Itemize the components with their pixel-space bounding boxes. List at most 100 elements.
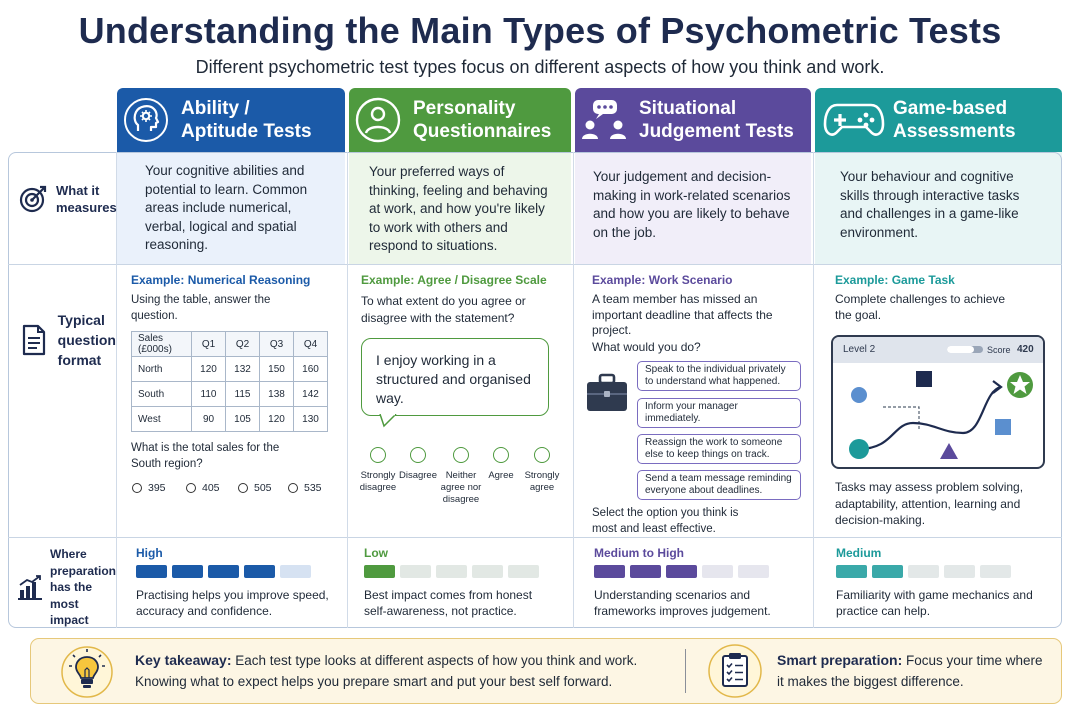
- impact-segment-empty: [472, 565, 503, 578]
- answer-radio[interactable]: [238, 483, 248, 493]
- target-icon: [18, 184, 48, 214]
- row-label-line: has the most: [50, 580, 93, 611]
- takeaway-divider: [685, 649, 686, 693]
- table-cell: 138: [259, 381, 294, 407]
- table-cell: 115: [225, 381, 260, 407]
- row-label-line: impact: [50, 613, 89, 627]
- game-progress-fill: [947, 346, 974, 353]
- table-header-cell: Q1: [191, 331, 226, 357]
- takeaway-box: Key takeaway: Each test type looks at di…: [30, 638, 1062, 704]
- impact-segment-empty: [738, 565, 769, 578]
- row-label-format: Typical question format: [18, 310, 116, 370]
- column-title-line2: Assessments: [893, 121, 1016, 142]
- person-circle-icon: [349, 97, 407, 143]
- smart-label: Smart preparation:: [777, 652, 903, 668]
- answer-radio[interactable]: [186, 483, 196, 493]
- game-measures-bg: [815, 152, 1062, 264]
- game-screen[interactable]: Level 2 Score 420: [831, 335, 1045, 469]
- comparison-table-frame: [8, 152, 1062, 628]
- personality-example-title: Example: Agree / Disagree Scale: [361, 273, 547, 287]
- column-title-line2: Questionnaires: [413, 121, 552, 142]
- ability-measures-bg: [117, 152, 345, 264]
- likert-label: Disagree: [398, 470, 438, 481]
- table-cell: 132: [225, 356, 260, 382]
- answer-radio[interactable]: [288, 483, 298, 493]
- likert-option[interactable]: [493, 447, 509, 463]
- impact-segment-empty: [980, 565, 1011, 578]
- table-cell: 90: [191, 406, 226, 432]
- personality-measures-text: Your preferred ways of thinking, feeling…: [369, 164, 548, 253]
- table-header-cell: Q2: [225, 331, 260, 357]
- impact-segment-empty: [944, 565, 975, 578]
- ability-question: What is the total sales for the South re…: [131, 442, 280, 470]
- impact-level: Low: [364, 546, 388, 560]
- likert-option[interactable]: [410, 447, 426, 463]
- game-status-bar: Level 2 Score 420: [833, 337, 1043, 363]
- scenario-option[interactable]: Send a team message reminding everyone a…: [637, 470, 801, 500]
- game-level: Level 2: [843, 344, 876, 355]
- ability-measures-text: Your cognitive abilities and potential t…: [145, 163, 308, 252]
- table-cell: North: [131, 356, 192, 382]
- takeaway-text: Key takeaway: Each test type looks at di…: [135, 652, 638, 689]
- impact-segment-filled: [172, 565, 203, 578]
- scenario-option[interactable]: Reassign the work to someone else to kee…: [637, 434, 801, 464]
- impact-level: Medium: [836, 546, 882, 560]
- table-cell: South: [131, 381, 192, 407]
- table-cell: 150: [259, 356, 294, 382]
- smart-preparation-text: Smart preparation: Focus your time where…: [777, 652, 1043, 689]
- row-label-line: question: [57, 332, 116, 348]
- game-example-title: Example: Game Task: [835, 273, 955, 287]
- row-label-measures: What it measures: [18, 182, 117, 216]
- document-icon: [18, 324, 50, 356]
- impact-segment-empty: [508, 565, 539, 578]
- answer-label: 505: [254, 482, 272, 494]
- impact-note: Best impact comes from honest self-aware…: [364, 588, 533, 618]
- score-label: Score: [987, 345, 1011, 355]
- answer-label: 535: [304, 482, 322, 494]
- impact-note: Practising helps you improve speed, accu…: [136, 588, 329, 618]
- column-header-ability: Ability / Aptitude Tests: [117, 88, 345, 152]
- situational-example-title: Example: Work Scenario: [592, 273, 733, 287]
- likert-option[interactable]: [370, 447, 386, 463]
- impact-segment-filled: [244, 565, 275, 578]
- game-measures-text: Your behaviour and cognitive skills thro…: [840, 169, 1020, 240]
- table-row: South 110 115 138 142: [131, 381, 328, 407]
- table-row: North 120 132 150 160: [131, 356, 328, 382]
- column-title-line2: Aptitude Tests: [181, 121, 312, 142]
- likert-option[interactable]: [534, 447, 550, 463]
- impact-segment-empty: [908, 565, 939, 578]
- table-header-cell: Q4: [293, 331, 328, 357]
- game-note: Tasks may assess problem solving, adapta…: [835, 480, 1024, 527]
- column-title-line2: Judgement Tests: [639, 121, 794, 142]
- row-label-impact: Where preparation has the most impact: [16, 546, 116, 629]
- table-row: West 90 105 120 130: [131, 406, 328, 432]
- brain-head-icon: [117, 97, 175, 143]
- impact-segment-empty: [702, 565, 733, 578]
- impact-segment-filled: [836, 565, 867, 578]
- impact-segment-filled: [136, 565, 167, 578]
- statement-text: I enjoy working in a structured and orga…: [376, 352, 531, 406]
- sales-table: Sales (£000s) Q1 Q2 Q3 Q4 North 120 132 …: [131, 331, 328, 432]
- answer-label: 395: [148, 482, 166, 494]
- statement-bubble: I enjoy working in a structured and orga…: [361, 338, 549, 416]
- column-divider: [347, 152, 348, 628]
- gamepad-icon: [815, 100, 893, 140]
- scenario-option[interactable]: Speak to the individual privately to und…: [637, 361, 801, 391]
- game-board: [849, 371, 1033, 459]
- impact-segment-empty: [280, 565, 311, 578]
- table-header-cell: Sales (£000s): [131, 331, 192, 357]
- scenario-option[interactable]: Inform your manager immediately.: [637, 398, 801, 428]
- score-value: 420: [1017, 344, 1034, 355]
- column-header-situational: Situational Judgement Tests: [575, 88, 811, 152]
- row-label-line: Typical: [57, 312, 105, 328]
- answer-radio[interactable]: [132, 483, 142, 493]
- impact-level: Medium to High: [594, 546, 684, 560]
- lightbulb-icon: [59, 645, 115, 704]
- column-divider: [116, 152, 117, 628]
- page-title: Understanding the Main Types of Psychome…: [78, 10, 1002, 51]
- table-cell: 120: [191, 356, 226, 382]
- table-cell: 160: [293, 356, 328, 382]
- ability-prompt: Using the table, answer the question.: [131, 294, 271, 322]
- likert-option[interactable]: [453, 447, 469, 463]
- impact-level: High: [136, 546, 163, 560]
